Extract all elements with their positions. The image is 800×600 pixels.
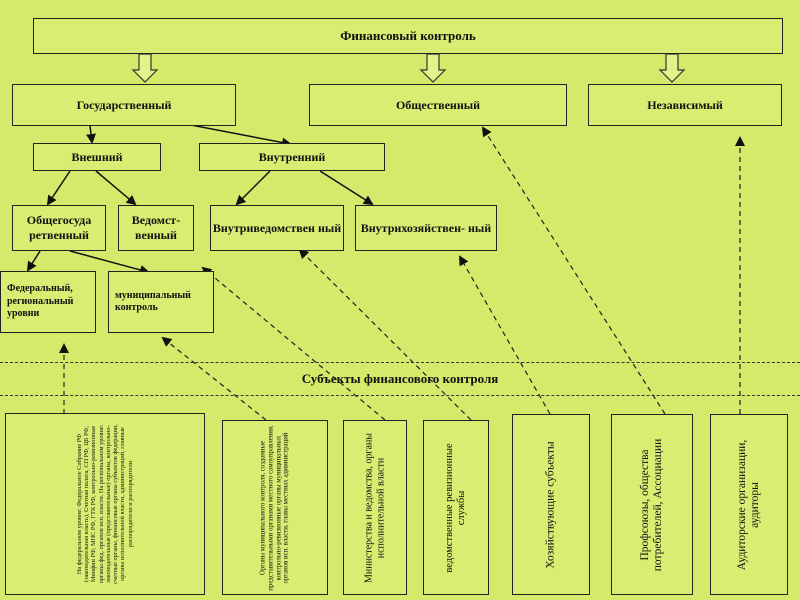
state-control-box: Государственный	[12, 84, 236, 126]
subjects-title: Субъекты финансового контроля	[301, 371, 499, 386]
hollow-arrows	[131, 53, 686, 83]
public-control-box: Общественный	[309, 84, 567, 126]
financial-control-title: Финансовый контроль	[340, 27, 476, 43]
intradepartmental-box: Внутриведомствен ный	[210, 205, 344, 251]
subject-federal-regional: На федеральном уровне: Федеральное Собра…	[5, 413, 205, 595]
intradepartmental-label: Внутриведомствен ный	[212, 220, 342, 235]
federal-regional-label: Федеральный, региональный уровни	[7, 283, 74, 320]
subject-business-entities: Хозяйствующие субъекты	[512, 414, 590, 595]
general-state-label: Общегосуда ретвенный	[26, 213, 92, 242]
external-control-label: Внешний	[71, 149, 123, 164]
general-state-box: Общегосуда ретвенный	[12, 205, 106, 251]
municipal-label: муниципальный контроль	[115, 289, 191, 314]
internal-control-box: Внутренний	[199, 143, 385, 171]
subject-municipal: Органы муниципального контроля, созданны…	[222, 420, 328, 595]
external-control-box: Внешний	[33, 143, 161, 171]
subject-municipal-text: Органы муниципального контроля, созданны…	[259, 424, 290, 591]
intraeconomic-box: Внутрихозяйствен- ный	[355, 205, 497, 251]
subject-auditors: Аудиторские организации, аудиторы	[710, 414, 788, 595]
subject-business-entities-text: Хозяйствующие субъекты	[544, 440, 557, 569]
independent-control-label: Независимый	[647, 97, 723, 112]
subject-ministries-text: Министерства и ведомства, органы исполни…	[363, 432, 387, 583]
subject-auditors-text: Аудиторские организации, аудиторы	[735, 439, 761, 570]
subject-federal-regional-text: На федеральном уровне: Федеральное Собра…	[76, 424, 134, 584]
state-control-label: Государственный	[76, 97, 172, 112]
intraeconomic-label: Внутрихозяйствен- ный	[360, 220, 492, 235]
subject-ministries: Министерства и ведомства, органы исполни…	[343, 420, 407, 595]
departmental-box: Ведомст- венный	[118, 205, 194, 251]
subject-revision-services-text: ведомственные ревизионные службы	[443, 442, 467, 573]
independent-control-box: Независимый	[588, 84, 782, 126]
departmental-label: Ведомст- венный	[131, 213, 181, 242]
subject-unions-text: Профсоюзы, общества потребителей, Ассоци…	[638, 438, 664, 571]
subject-revision-services: ведомственные ревизионные службы	[423, 420, 489, 595]
subject-unions: Профсоюзы, общества потребителей, Ассоци…	[611, 414, 693, 595]
public-control-label: Общественный	[395, 97, 481, 112]
municipal-box: муниципальный контроль	[108, 271, 214, 333]
subjects-strip: Субъекты финансового контроля	[0, 362, 800, 396]
internal-control-label: Внутренний	[258, 149, 326, 164]
financial-control-box: Финансовый контроль	[33, 18, 783, 54]
federal-regional-box: Федеральный, региональный уровни	[0, 271, 96, 333]
